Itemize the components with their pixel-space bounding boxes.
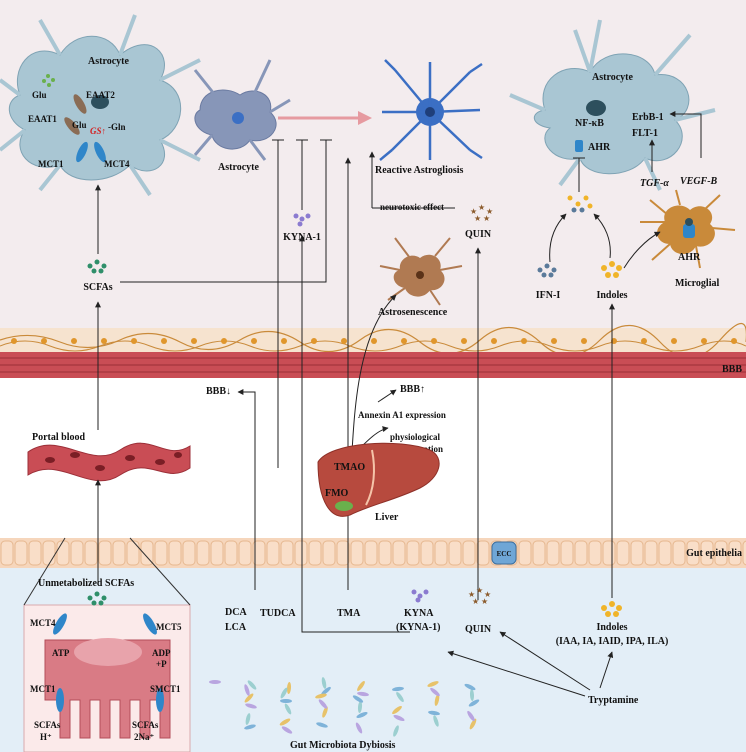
- gs-label: GS↑: [90, 126, 106, 136]
- lca-label: LCA: [225, 622, 247, 633]
- indoles-gut-label: Indoles: [596, 622, 627, 633]
- indoles-brain-label: Indoles: [596, 290, 627, 301]
- tudca-label: TUDCA: [260, 608, 296, 619]
- indoles-gut-molecule: [601, 601, 622, 617]
- adp-label: ADP: [152, 648, 171, 658]
- astrocyte-right-title: Astrocyte: [592, 72, 633, 83]
- microglia-ahr-label: AHR: [678, 252, 701, 263]
- eaat2-label: EAAT2: [86, 90, 115, 100]
- mct1-left-label: MCT1: [38, 159, 64, 169]
- svg-text:★: ★: [476, 586, 483, 595]
- gut-epithelia-label: Gut epithelia: [686, 548, 742, 559]
- liver-label: Liver: [375, 512, 399, 523]
- erbb1-label: ErbB-1: [632, 112, 664, 123]
- scfas-brain-label: SCFAs: [83, 282, 112, 293]
- tryptamine-label: Tryptamine: [588, 695, 639, 706]
- portal-blood-vessel: [27, 442, 191, 482]
- astrocyte-mid-cell: [193, 59, 291, 161]
- svg-text:★: ★: [468, 590, 475, 599]
- svg-text:★: ★: [483, 214, 490, 223]
- glu-inside-label: Glu: [72, 120, 87, 130]
- mct4-left-label: MCT4: [104, 159, 130, 169]
- kyna1-gut-label: (KYNA-1): [396, 622, 440, 633]
- scfas-b-label: SCFAs: [132, 720, 159, 730]
- bbb-down-label: BBB↓: [206, 386, 231, 397]
- reactive-astrocyte-cell: [379, 59, 483, 161]
- dca-label: DCA: [225, 607, 247, 618]
- astrosenescence-cell: [379, 237, 463, 306]
- bile-acid-line: [237, 389, 256, 590]
- smct1-gut-label: SMCT1: [150, 684, 181, 694]
- unmetabolized-label: Unmetabolized SCFAs: [38, 578, 134, 589]
- ahr-right-label: AHR: [588, 142, 611, 153]
- tmao-label: TMAO: [334, 462, 365, 473]
- tgfa-label: TGF-α: [640, 178, 669, 189]
- mct4-gut-label: MCT4: [30, 618, 56, 628]
- plus-p-label: +P: [156, 659, 167, 669]
- neuron-layer: [0, 322, 746, 359]
- svg-text:★: ★: [481, 597, 488, 606]
- fmo-label: FMO: [325, 488, 349, 499]
- scfas-a-label: SCFAs: [34, 720, 61, 730]
- quin-gut-label: QUIN: [465, 624, 492, 635]
- astrocyte-left-title: Astrocyte: [88, 56, 129, 67]
- bbb-label: BBB: [722, 364, 742, 375]
- flt1-label: FLT-1: [632, 128, 658, 139]
- astrosenescence-label: Astrosenescence: [378, 307, 448, 318]
- ecc-cell: [491, 541, 517, 565]
- vegfb-label: VEGF-B: [680, 176, 718, 187]
- ecc-label: ECC: [497, 550, 512, 558]
- indoles-brain-molecule: [601, 261, 622, 278]
- indoles-list-label: (IAA, IA, IAID, IPA, ILA): [556, 636, 669, 647]
- mct1-gut-label: MCT1: [30, 684, 56, 694]
- astrocyte-left-cell: [0, 14, 201, 197]
- scfas-brain-molecule: [87, 259, 107, 274]
- kyna-gut-molecule: [411, 589, 429, 603]
- quin-gut-molecule: ★★★★★: [468, 586, 491, 606]
- gut-microbiota: [209, 677, 480, 737]
- quin-brain-molecule: ★★★★★: [470, 203, 493, 223]
- neuron-bodies: [11, 338, 737, 344]
- kyna1-brain-label: KYNA-1: [283, 232, 321, 243]
- enterocyte-cell: [44, 613, 171, 739]
- atp-label: ATP: [52, 648, 70, 658]
- bbb-up-label: BBB↑: [400, 384, 425, 395]
- neurotoxic-label: neurotoxic effect: [380, 202, 444, 212]
- svg-text:★: ★: [486, 207, 493, 216]
- kyna-gut-label: KYNA: [404, 608, 434, 619]
- tma-label: TMA: [337, 608, 361, 619]
- ifn-molecule: [537, 263, 557, 278]
- quin-brain-label: QUIN: [465, 229, 492, 240]
- svg-text:★: ★: [474, 214, 481, 223]
- dysbiosis-label: Gut Microbiota Dybiosis: [290, 740, 395, 751]
- svg-text:★: ★: [472, 597, 479, 606]
- astrocyte-mid-label: Astrocyte: [218, 162, 259, 173]
- physiological-label: physiological: [390, 432, 441, 442]
- portal-blood-label: Portal blood: [32, 432, 85, 443]
- gln-label: -Gln: [108, 122, 126, 132]
- nfkb-label: NF-κB: [575, 118, 604, 129]
- svg-text:★: ★: [484, 590, 491, 599]
- kyna-gut-line: [301, 238, 410, 633]
- liver-organ: [317, 442, 440, 517]
- ifn-label: IFN-I: [536, 290, 561, 301]
- unmetabolized-molecules: [87, 591, 107, 606]
- reactive-astrogliosis-label: Reactive Astrogliosis: [375, 165, 464, 176]
- svg-text:★: ★: [478, 203, 485, 212]
- svg-text:★: ★: [470, 207, 477, 216]
- glu-outside-label: Glu: [32, 90, 47, 100]
- epithelial-cells: [0, 540, 746, 566]
- na-label: 2Na⁺: [134, 732, 154, 742]
- h-label: H⁺: [40, 732, 52, 742]
- ahr-ligand-molecules: [567, 195, 593, 213]
- microglial-label: Microglial: [675, 278, 719, 289]
- microglia-cell: [640, 189, 736, 269]
- annexin-label: Annexin A1 expression: [358, 410, 446, 420]
- kyna1-molecule: [293, 213, 311, 227]
- mct5-gut-label: MCT5: [156, 622, 182, 632]
- eaat1-label: EAAT1: [28, 114, 57, 124]
